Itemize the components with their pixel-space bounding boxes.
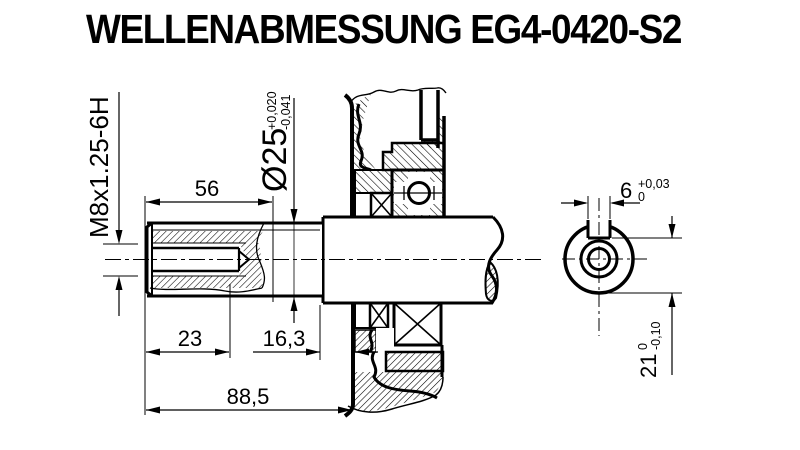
shaft-end-view	[562, 198, 648, 336]
svg-text:Ø25: Ø25	[256, 128, 294, 192]
dim-thread-section-length: 56	[195, 176, 219, 201]
svg-text:M8x1.25-6H: M8x1.25-6H	[84, 96, 114, 238]
dim-keyway-width: 6 +0,03 0	[620, 177, 670, 204]
dimension-arrows	[115, 198, 676, 414]
svg-text:+0,03: +0,03	[638, 177, 670, 191]
svg-text:-0,10: -0,10	[649, 321, 663, 350]
svg-text:+0,020: +0,020	[265, 91, 279, 130]
engine-case-lower-section	[343, 301, 445, 418]
keyway-slot	[586, 220, 612, 240]
thread-callout: M8x1.25-6H	[84, 96, 114, 238]
page-title: WELLENABMESSUNG EG4-0420-S2	[86, 6, 682, 52]
engine-case-upper-section	[343, 87, 447, 219]
svg-text:0: 0	[636, 343, 650, 350]
dim-thread-depth: 23	[178, 326, 202, 351]
dim-step-length: 16,3	[263, 326, 306, 351]
thread-hole-lines	[152, 246, 239, 273]
ball-bearing-upper	[390, 168, 446, 219]
svg-text:21: 21	[636, 354, 661, 378]
broken-out-section-boundary	[255, 222, 266, 289]
dim-keyway-height: 21 0 -0,10	[636, 321, 663, 378]
svg-text:-0,041: -0,041	[279, 95, 293, 130]
dim-total-length: 88,5	[227, 384, 270, 409]
dim-shaft-diameter: Ø25 +0,020 -0,041	[256, 91, 294, 192]
thread-major-lines	[152, 242, 246, 277]
svg-text:0: 0	[638, 190, 645, 204]
svg-text:6: 6	[620, 178, 632, 203]
